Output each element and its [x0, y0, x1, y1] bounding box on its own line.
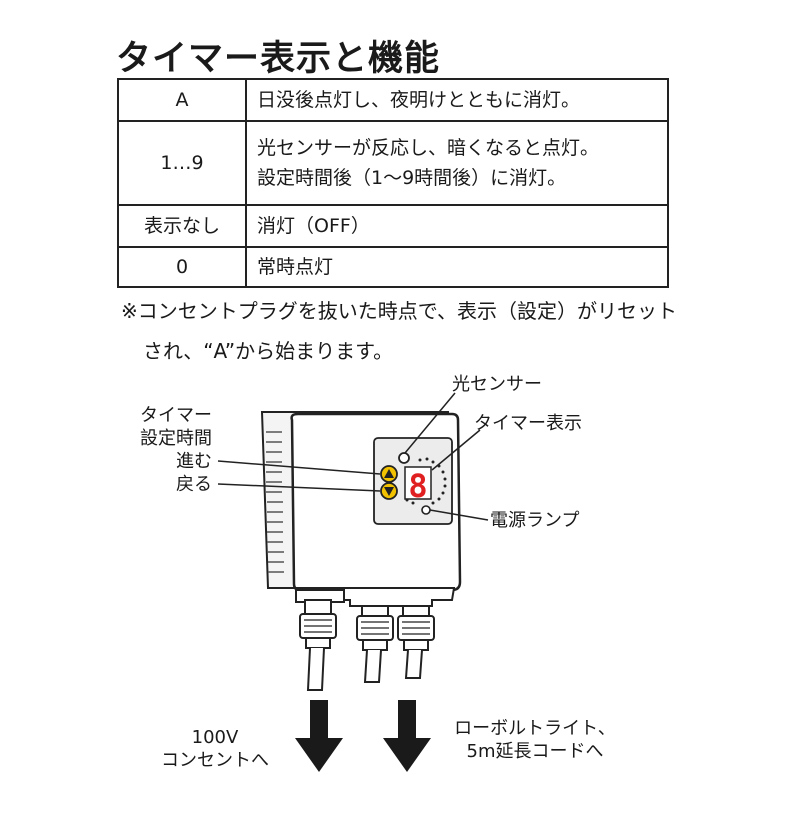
power-lamp-icon: [421, 505, 431, 515]
table-key-cell: 表示なし: [117, 204, 247, 248]
table-key-cell: 1…9: [117, 120, 247, 206]
timer-display-icon: [404, 466, 432, 500]
table-key-cell: 0: [117, 246, 247, 288]
table-row: A 日没後点灯し、夜明けとともに消灯。: [117, 78, 669, 122]
light-sensor-icon: [398, 452, 410, 464]
outlet-label-line: 100V: [191, 727, 239, 748]
down-arrow-icon: [295, 700, 343, 772]
table-key-cell: A: [117, 78, 247, 122]
outlet-label-line: コンセントへ: [161, 750, 269, 771]
timer-display-digit: 8: [408, 467, 427, 505]
reset-note: ※コンセントプラグを抜いた時点で、表示（設定）がリセット され、“A”から始まり…: [121, 291, 677, 371]
middle-cable-gland: [356, 605, 394, 651]
table-row: 1…9 光センサーが反応し、暗くなると点灯。 設定時間後（1～9時間後）に消灯。: [117, 120, 669, 206]
table-value-line: 光センサーが反応し、暗くなると点灯。: [257, 137, 600, 159]
right-cable-gland: [397, 605, 435, 651]
timer-setting-label-line: 設定時間: [140, 428, 212, 449]
forward-label: 進む: [176, 451, 212, 472]
outlet-label: 100V コンセントへ: [150, 726, 280, 772]
low-voltage-light-label-line: ローボルトライト、: [454, 718, 616, 739]
light-sensor-label: 光センサー: [452, 374, 542, 395]
page-title: タイマー表示と機能: [116, 39, 441, 79]
table-value-cell: 日没後点灯し、夜明けとともに消灯。: [245, 78, 669, 122]
back-button[interactable]: [380, 482, 398, 500]
power-lamp-label: 電源ランプ: [490, 510, 580, 531]
timer-display-label: タイマー表示: [474, 413, 582, 434]
low-voltage-light-label-line: 5m延長コードへ: [466, 741, 604, 762]
display-dot-ring: [405, 457, 447, 505]
reset-note-line: され、“A”から始まります。: [143, 339, 394, 363]
reset-note-line: ※コンセントプラグを抜いた時点で、表示（設定）がリセット: [121, 299, 677, 323]
left-cable-gland: [299, 599, 337, 649]
table-value-line: 設定時間後（1～9時間後）に消灯。: [257, 167, 567, 189]
table-value-cell: 光センサーが反応し、暗くなると点灯。 設定時間後（1～9時間後）に消灯。: [245, 120, 669, 206]
leader-lines: [217, 392, 489, 521]
device-ribs: [266, 431, 284, 573]
table-value-cell: 消灯（OFF）: [245, 204, 669, 248]
table-value-cell: 常時点灯: [245, 246, 669, 288]
timer-function-table: A 日没後点灯し、夜明けとともに消灯。 1…9 光センサーが反応し、暗くなると点…: [117, 78, 669, 288]
table-row: 表示なし 消灯（OFF）: [117, 204, 669, 248]
down-arrow-icon: [383, 700, 431, 772]
cables: [306, 647, 423, 691]
low-voltage-light-label: ローボルトライト、 5m延長コードへ: [440, 717, 630, 763]
forward-button[interactable]: [380, 465, 398, 483]
timer-setting-label-line: タイマー: [140, 405, 212, 426]
back-label: 戻る: [176, 474, 212, 495]
timer-setting-label: タイマー 設定時間: [108, 404, 212, 450]
table-row: 0 常時点灯: [117, 246, 669, 288]
